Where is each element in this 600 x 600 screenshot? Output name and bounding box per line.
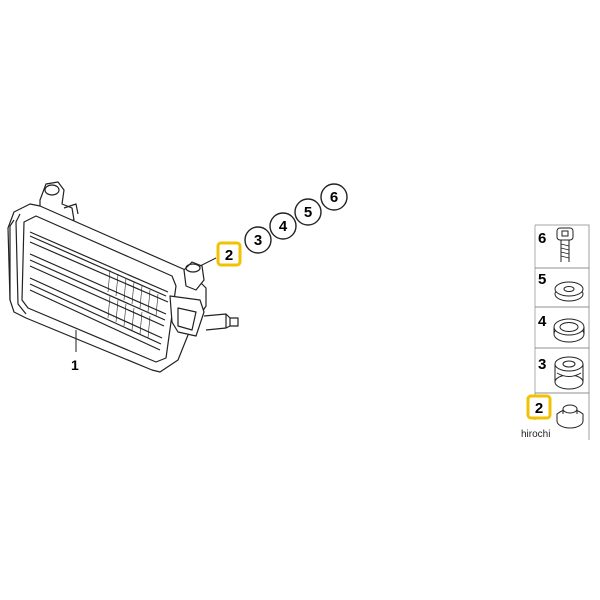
legend-row-2[interactable]: 2	[526, 392, 590, 440]
callout-6[interactable]: 6	[320, 183, 348, 211]
bushing-icon	[556, 404, 584, 429]
legend-4-label: 4	[538, 313, 547, 330]
callout-2-label: 2	[225, 247, 233, 264]
leader-line-2	[199, 257, 217, 267]
legend-2-label: 2	[535, 400, 543, 417]
legend-row-4[interactable]: 4	[535, 306, 590, 349]
callout-3[interactable]: 3	[244, 226, 272, 254]
bolt-icon	[556, 227, 574, 262]
legend-6-label: 6	[538, 230, 546, 247]
legend-row-6[interactable]: 6	[535, 224, 590, 269]
parts-legend: 6 5 4	[521, 224, 590, 440]
oil-cooler-drawing	[7, 181, 239, 373]
callout-4[interactable]: 4	[269, 212, 297, 240]
ring-icon	[553, 318, 585, 343]
callout-chain: 2 3 4 5 6	[216, 183, 348, 267]
legend-3-label: 3	[538, 356, 546, 373]
callout-5-label: 5	[304, 204, 312, 221]
callout-6-label: 6	[330, 189, 338, 206]
rubber-mount-icon	[554, 356, 584, 390]
main-part-label: 1	[71, 357, 79, 373]
callout-4-label: 4	[279, 218, 288, 235]
watermark-text: hirochi	[521, 429, 550, 440]
callout-5[interactable]: 5	[294, 198, 322, 226]
legend-5-label: 5	[538, 271, 546, 288]
legend-row-5[interactable]: 5	[535, 267, 590, 308]
legend-row-3[interactable]: 3	[535, 347, 590, 394]
callout-2[interactable]: 2	[216, 241, 242, 267]
callout-3-label: 3	[254, 232, 262, 249]
washer-icon	[554, 281, 584, 302]
